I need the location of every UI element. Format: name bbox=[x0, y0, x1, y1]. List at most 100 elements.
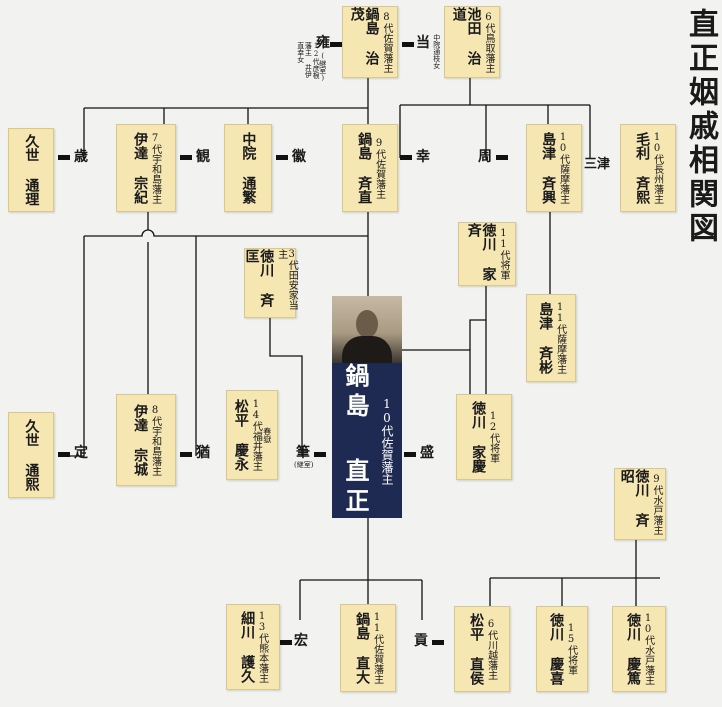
card-title: 15代将軍 bbox=[565, 623, 577, 675]
card-name: 島津 斉彬 bbox=[537, 302, 554, 374]
card-name: 島津 斉興 bbox=[540, 132, 557, 204]
marriage-mark bbox=[276, 155, 288, 160]
marriage-mark bbox=[330, 42, 342, 47]
card-name: 徳川 家慶 bbox=[470, 401, 487, 473]
card-title: 10代長州藩主 bbox=[651, 132, 663, 204]
card-shimazu-nariakira: 11代薩摩藩主 島津 斉彬 bbox=[526, 294, 576, 382]
card-name: 松平 直侯 bbox=[468, 613, 485, 685]
label-toku: 徽 bbox=[292, 149, 306, 165]
card-shimazu-narioki: 10代薩摩藩主 島津 斉興 bbox=[526, 124, 582, 212]
card-name: 細川 護久 bbox=[239, 611, 256, 683]
marriage-mark bbox=[404, 452, 416, 457]
card-note: 春嶽 bbox=[262, 427, 272, 443]
card-name: 徳川 家斉 bbox=[465, 223, 497, 281]
card-naotoshi: 6代川越藩主 松平 直侯 bbox=[454, 606, 510, 692]
card-name: 鍋島 治茂 bbox=[348, 7, 380, 65]
card-harushige: 8代佐賀藩主 鍋島 治茂 bbox=[342, 6, 398, 78]
label-shu: 周 bbox=[478, 149, 492, 165]
card-name: 中院 通繁 bbox=[240, 132, 257, 204]
card-ienari: 11代将軍 徳川 家斉 bbox=[458, 222, 516, 286]
card-name: 伊達 宗城 bbox=[132, 404, 149, 476]
label-fude: 筆 bbox=[296, 445, 310, 461]
card-title: 7代宇和島藩主 bbox=[149, 132, 161, 204]
card-naohiro: 11代佐賀藩主 鍋島 直大 bbox=[340, 604, 396, 692]
label-mori: 盛 bbox=[420, 445, 434, 461]
marriage-mark bbox=[180, 452, 192, 457]
label-you: 雍 bbox=[316, 35, 330, 51]
card-name: 徳川 慶喜 bbox=[548, 613, 565, 685]
card-name: 池田 治道 bbox=[450, 7, 482, 65]
note-ii: 12代彦根藩主 井伊直幸女 bbox=[296, 42, 321, 79]
label-sai: 幸 bbox=[416, 149, 430, 165]
card-name: 徳川 斉昭 bbox=[618, 469, 650, 527]
line-ienari bbox=[469, 286, 487, 394]
card-name: 鍋島 直大 bbox=[354, 612, 371, 684]
card-title: 11代薩摩藩主 bbox=[554, 302, 566, 374]
card-name: 鍋島 斉直 bbox=[356, 132, 373, 204]
card-name: 徳川 慶篤 bbox=[625, 613, 642, 685]
card-name: 久世 通熙 bbox=[23, 419, 40, 491]
card-name: 伊達 宗紀 bbox=[132, 132, 149, 204]
line-nariaki-children bbox=[489, 540, 660, 606]
card-yoshiatsu: 10代水戸藩主 徳川 慶篤 bbox=[612, 606, 666, 692]
card-tayasu: 3代田安家当主 徳川 斉匡 bbox=[244, 248, 298, 318]
card-title: 6代鳥取藩主 bbox=[482, 11, 494, 73]
label-sai2: 歳 bbox=[74, 149, 88, 165]
label-yu: 猶 bbox=[196, 445, 210, 461]
line-kuze-child bbox=[70, 236, 85, 457]
card-kuze-michitada: 久世 通理 bbox=[8, 128, 54, 212]
card-date-munenari: 8代宇和島藩主 伊達 宗城 bbox=[116, 394, 176, 486]
line-main-children bbox=[299, 518, 423, 620]
marriage-mark bbox=[496, 155, 508, 160]
label-tei: 定 bbox=[74, 445, 88, 461]
card-ikeda: 6代鳥取藩主 池田 治道 bbox=[444, 6, 500, 78]
card-nakanoin: 中院 通繁 bbox=[224, 124, 272, 212]
card-title: 14代福井藩主 bbox=[250, 399, 262, 471]
card-title: 6代川越藩主 bbox=[485, 618, 497, 680]
card-title: 10代水戸藩主 bbox=[642, 613, 654, 685]
marriage-mark bbox=[280, 640, 292, 645]
label-kan: 観 bbox=[196, 149, 210, 165]
card-title: 8代佐賀藩主 bbox=[380, 11, 392, 73]
line-children-bar bbox=[84, 229, 368, 237]
card-name: 久世 通理 bbox=[23, 134, 40, 206]
marriage-mark bbox=[58, 452, 70, 457]
note-tou: 中院通枝女 bbox=[432, 34, 441, 69]
card-title: 12代将軍 bbox=[487, 411, 499, 463]
label-tou: 当 bbox=[416, 35, 430, 51]
main-name: 鍋島 直正 bbox=[341, 363, 370, 518]
card-mori: 10代長州藩主 毛利 斉熙 bbox=[620, 124, 676, 212]
marriage-mark bbox=[432, 640, 444, 645]
line-ikeda-branch bbox=[399, 78, 591, 160]
card-hosokawa: 13代熊本藩主 細川 護久 bbox=[226, 604, 280, 690]
marriage-mark bbox=[314, 452, 326, 457]
label-mitsu: 三津 bbox=[584, 157, 611, 172]
card-title: 8代宇和島藩主 bbox=[149, 404, 161, 476]
main-card-naomasa: 10代佐賀藩主 鍋島 直正 bbox=[332, 296, 402, 518]
card-narisato: 9代佐賀藩主 鍋島 斉直 bbox=[342, 124, 398, 212]
card-matsudaira-yoshinaga: 春嶽 14代福井藩主 松平 慶永 bbox=[226, 390, 278, 480]
card-title: 13代熊本藩主 bbox=[256, 611, 268, 683]
card-title: 9代佐賀藩主 bbox=[373, 137, 385, 199]
note-fude: (継室) bbox=[294, 461, 314, 469]
card-name: 松平 慶永 bbox=[232, 399, 249, 471]
main-title: 10代佐賀藩主 bbox=[380, 396, 394, 485]
marriage-mark bbox=[58, 155, 70, 160]
marriage-mark bbox=[180, 155, 192, 160]
line-sibling-bar bbox=[83, 107, 368, 158]
card-kuze-michihiro: 久世 通熙 bbox=[8, 412, 54, 498]
card-title: 3代田安家当主 bbox=[275, 249, 298, 310]
marriage-mark bbox=[402, 42, 414, 47]
card-name: 毛利 斉熙 bbox=[634, 132, 651, 204]
card-title: 9代水戸藩主 bbox=[650, 473, 662, 535]
card-title: 10代薩摩藩主 bbox=[557, 132, 569, 204]
card-iesada: 12代将軍 徳川 家慶 bbox=[456, 394, 512, 480]
portrait-photo bbox=[332, 296, 402, 363]
note-you: (継室) bbox=[318, 52, 327, 82]
card-date-munetada: 7代宇和島藩主 伊達 宗紀 bbox=[116, 124, 176, 212]
card-title: 11代将軍 bbox=[497, 228, 509, 280]
label-mitsugu: 貢 bbox=[414, 633, 428, 649]
card-title: 11代佐賀藩主 bbox=[371, 612, 383, 684]
card-nariaki: 9代水戸藩主 徳川 斉昭 bbox=[614, 468, 666, 540]
